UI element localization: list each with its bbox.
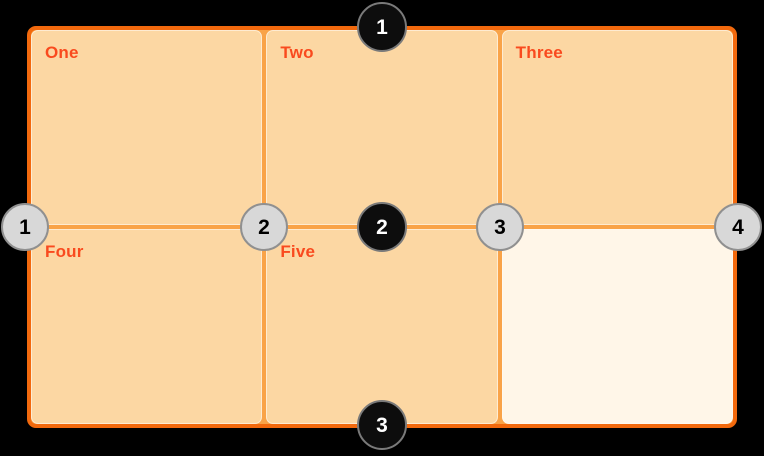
- cell-label-two: Two: [280, 43, 314, 62]
- column-line-marker-1: 1: [1, 203, 49, 251]
- column-line-marker-3: 3: [476, 203, 524, 251]
- grid-cell-five: Five: [266, 229, 498, 424]
- column-line-marker-4: 4: [714, 203, 762, 251]
- column-line-marker-2: 2: [240, 203, 288, 251]
- grid-cell-empty: [501, 229, 733, 424]
- cell-label-one: One: [45, 43, 79, 62]
- grid-cell-three: Three: [501, 30, 733, 225]
- cell-label-three: Three: [515, 43, 563, 62]
- cell-label-four: Four: [45, 242, 84, 261]
- grid-cell-one: One: [31, 30, 263, 225]
- grid-cell-two: Two: [266, 30, 498, 225]
- row-line-marker-3: 3: [357, 400, 407, 450]
- grid-cell-four: Four: [31, 229, 263, 424]
- row-line-marker-2: 2: [357, 202, 407, 252]
- grid-container: One Two Three Four Five: [27, 26, 737, 428]
- row-line-marker-1: 1: [357, 2, 407, 52]
- cell-label-five: Five: [280, 242, 316, 261]
